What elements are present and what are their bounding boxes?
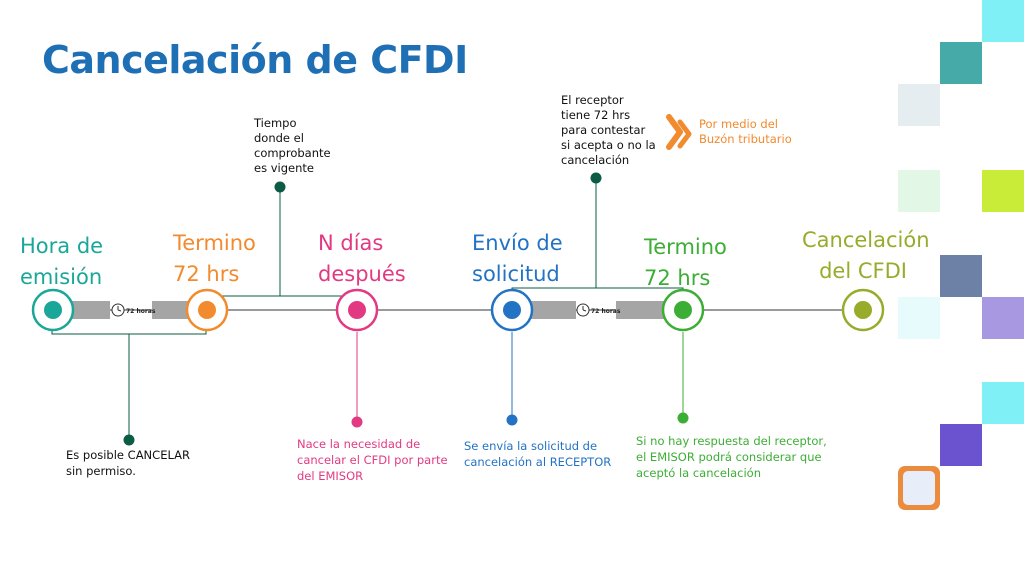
page-title: Cancelación de CFDI bbox=[42, 38, 468, 82]
node-cancelacion bbox=[841, 288, 885, 332]
decor-square bbox=[898, 297, 940, 339]
decor-square bbox=[898, 170, 940, 212]
annotation-sin-respuesta: Si no hay respuesta del receptor,el EMIS… bbox=[636, 434, 827, 480]
logo-icon bbox=[898, 466, 940, 510]
node-hora-emision bbox=[31, 288, 75, 332]
timer-label: 72 horas bbox=[126, 308, 156, 315]
clock-icon bbox=[576, 303, 590, 317]
connector-dot bbox=[274, 181, 286, 193]
bracket-vigente bbox=[205, 292, 357, 297]
connector-dot bbox=[677, 412, 689, 424]
decor-square bbox=[940, 255, 982, 297]
node-termino-72-2 bbox=[661, 288, 705, 332]
node-n-dias bbox=[335, 288, 379, 332]
connector-dot bbox=[123, 434, 135, 446]
decor-square bbox=[898, 84, 940, 126]
node-envio-solicitud bbox=[490, 288, 534, 332]
connector-dot bbox=[351, 416, 363, 428]
connector-dot bbox=[506, 414, 518, 426]
timer-label: 72 horas bbox=[591, 308, 621, 315]
decor-square bbox=[940, 424, 982, 466]
timer-bar-2: 72 horas bbox=[520, 301, 678, 319]
double-chevron-right-icon bbox=[666, 114, 692, 150]
clock-icon bbox=[111, 303, 125, 317]
decor-square bbox=[940, 42, 982, 84]
connector-dot bbox=[590, 172, 602, 184]
decor-square bbox=[982, 170, 1024, 212]
bracket-sin-permiso bbox=[51, 330, 207, 335]
timer-bar-1: 72 horas bbox=[66, 301, 198, 319]
decor-square bbox=[982, 0, 1024, 42]
decor-square bbox=[982, 297, 1024, 339]
node-termino-72-1 bbox=[185, 288, 229, 332]
decor-square bbox=[982, 382, 1024, 424]
